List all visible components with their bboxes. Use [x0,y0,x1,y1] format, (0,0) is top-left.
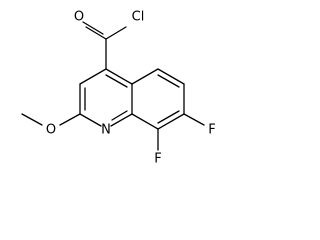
atom-label-o-methoxy: O [46,123,56,138]
bond-n1-c8a [110,113,133,127]
bond-c7-f [183,113,205,126]
bond-ccarbonyl-o-second [82,21,104,35]
molecule-structure: O Cl N O F F [21,10,216,167]
bond-c7-c8 [157,113,185,130]
bond-c2-n1 [79,113,102,127]
atom-label-n-ring: N [101,123,111,138]
bond-c5-c6 [157,68,185,85]
atom-label-f-lower: F [154,152,161,167]
bond-c4a-c4 [105,68,133,85]
bond-ccarbonyl-o [85,26,107,40]
bond-omethoxy-ch3 [21,113,43,126]
atom-label-f-upper: F [208,123,215,138]
bond-c4-c3 [79,68,107,85]
bond-ccarbonyl-cl [105,26,127,40]
bond-c2-omethoxy [59,113,81,126]
bond-c4a-c4-inner [105,74,128,88]
bond-c5-c6-inner [157,74,180,88]
bond-c7-c8-inner [157,110,180,124]
bond-c8-c8a [131,113,159,130]
atom-label-cl: Cl [132,10,145,25]
bond-n1-c8a-inner [111,110,128,121]
bond-c4a-c5 [131,68,159,85]
atom-label-o-carbonyl: O [74,10,84,25]
